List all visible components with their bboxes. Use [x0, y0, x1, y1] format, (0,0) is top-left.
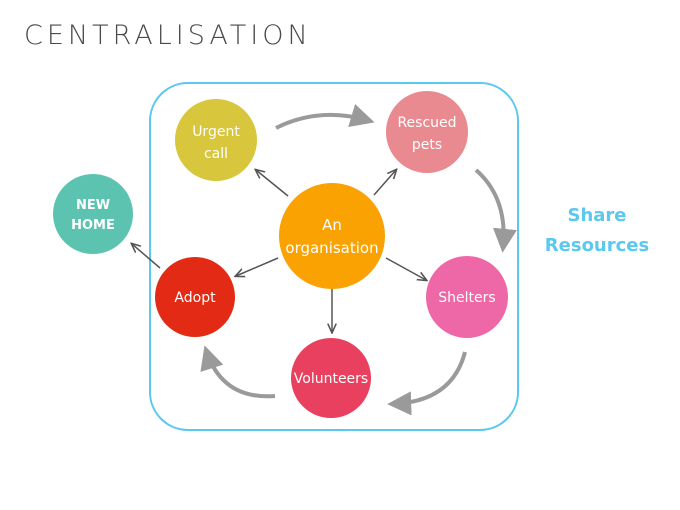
node-rescued-line-1: Rescued [397, 115, 456, 131]
node-new-home: NEW HOME [53, 174, 133, 254]
node-rescued-pets: Rescued pets [386, 91, 468, 173]
node-urgent-line-1: Urgent [192, 124, 240, 140]
node-volunteers-label: Volunteers [294, 371, 368, 387]
arrow-rescued-to-shelters [474, 168, 517, 253]
spoke-to-urgent [256, 170, 289, 197]
node-center-line-2: organisation [285, 239, 378, 257]
spoke-to-shelters [385, 257, 426, 280]
page-title: CENTRALISATION [24, 20, 312, 51]
node-shelters-circle [426, 256, 508, 338]
node-rescued-line-2: pets [412, 137, 442, 153]
node-urgent-circle [175, 99, 257, 181]
node-center-circle [279, 183, 385, 289]
node-organisation: An organisation [279, 183, 385, 289]
node-new-home-circle [53, 174, 133, 254]
node-volunteers-circle [291, 338, 371, 418]
node-new-home-line-2: HOME [71, 218, 115, 233]
node-adopt: Adopt [155, 257, 235, 337]
node-urgent-call: Urgent call [175, 99, 257, 181]
arrow-urgent-to-rescued [275, 103, 375, 130]
arrow-adopt-to-new-home [132, 244, 161, 269]
arrow-shelters-to-volunteers [387, 351, 467, 416]
node-adopt-label: Adopt [174, 290, 216, 306]
resource-frame [149, 82, 519, 431]
node-urgent-line-2: call [204, 146, 228, 162]
share-label-line-2: Resources [545, 235, 649, 256]
node-new-home-line-1: NEW [76, 198, 110, 213]
node-center-line-1: An [322, 216, 342, 234]
spoke-to-adopt [236, 257, 279, 276]
arrow-volunteers-to-adopt [200, 345, 276, 399]
node-shelters-label: Shelters [438, 290, 495, 306]
node-volunteers: Volunteers [291, 338, 371, 418]
spoke-to-rescued [373, 170, 396, 196]
node-shelters: Shelters [426, 256, 508, 338]
node-adopt-circle [155, 257, 235, 337]
share-label-line-1: Share [567, 205, 626, 226]
node-rescued-circle [386, 91, 468, 173]
